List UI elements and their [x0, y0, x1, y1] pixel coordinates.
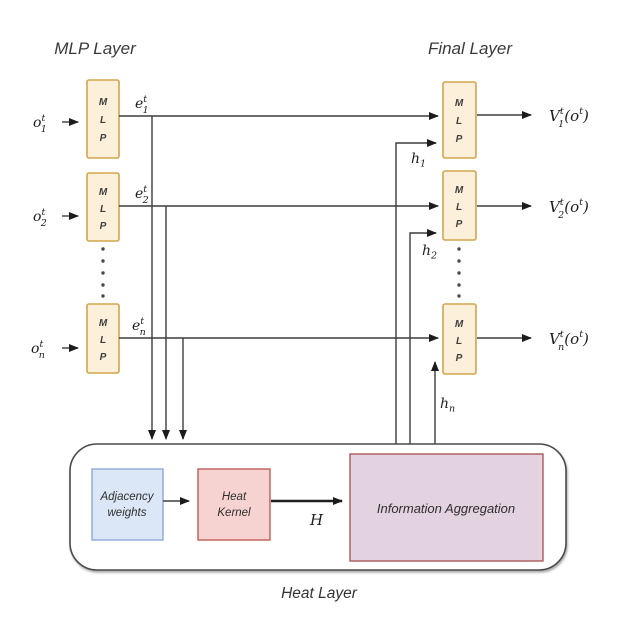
h2-label: h2 — [422, 243, 437, 262]
mlp-letter-p: P — [456, 219, 463, 230]
final-mlp-box-2 — [442, 170, 477, 241]
mlp-letter-p: P — [456, 353, 463, 364]
mlp-letter-p: P — [100, 352, 107, 363]
information-aggregation-box — [349, 453, 544, 562]
final-layer-title: Final Layer — [428, 39, 513, 58]
mlp-box-2 — [86, 172, 120, 242]
mlp-letter-l: L — [456, 336, 462, 347]
mlp-letter-m: M — [99, 97, 108, 108]
mlp-letter-l: L — [456, 202, 462, 213]
hn-label: hn — [440, 396, 455, 415]
mlp-letter-m: M — [99, 318, 108, 329]
adjacency-weights-label-line2: weights — [108, 507, 147, 519]
mlp-letter-l: L — [456, 116, 462, 127]
adjacency-weights-box — [91, 468, 164, 541]
mlp-letter-l: L — [100, 335, 106, 346]
heat-kernel-label-line2: Kernel — [217, 507, 251, 519]
mlp-letter-l: L — [100, 204, 106, 215]
h-matrix-label: H — [309, 511, 324, 529]
mlp-letter-m: M — [99, 187, 108, 198]
heat-layer-label: Heat Layer — [281, 585, 358, 602]
heat-layer-group: Adjacency weights Heat Kernel H Informat… — [69, 443, 567, 571]
ellipsis-right — [457, 247, 461, 298]
heat-kernel-box — [197, 468, 271, 541]
mlp-letter-p: P — [100, 221, 107, 232]
information-aggregation-label: Information Aggregation — [377, 501, 515, 516]
h1-label: h1 — [411, 151, 426, 170]
h2-line — [409, 229, 437, 444]
mlp-letter-m: M — [455, 185, 464, 196]
mlp-letter-m: M — [455, 98, 464, 109]
ellipsis-left — [101, 247, 105, 298]
mlp-layer-group: M L P M L P M L P — [86, 79, 120, 374]
mlp-letter-p: P — [456, 134, 463, 145]
mlp-layer-title: MLP Layer — [54, 39, 137, 58]
mlp-letter-p: P — [100, 133, 107, 144]
final-mlp-box-1 — [442, 81, 477, 159]
final-layer-group: M L P M L P M L P — [442, 81, 477, 375]
adjacency-weights-label-line1: Adjacency — [99, 491, 154, 503]
mlp-letter-l: L — [100, 115, 106, 126]
hidden-lines-group: h1 h2 hn — [395, 139, 455, 444]
final-mlp-box-n — [442, 303, 477, 375]
heat-kernel-label-line1: Heat — [222, 491, 247, 503]
mlp-letter-m: M — [455, 319, 464, 330]
h1-line — [395, 139, 437, 444]
mlp-box-1 — [86, 79, 120, 159]
